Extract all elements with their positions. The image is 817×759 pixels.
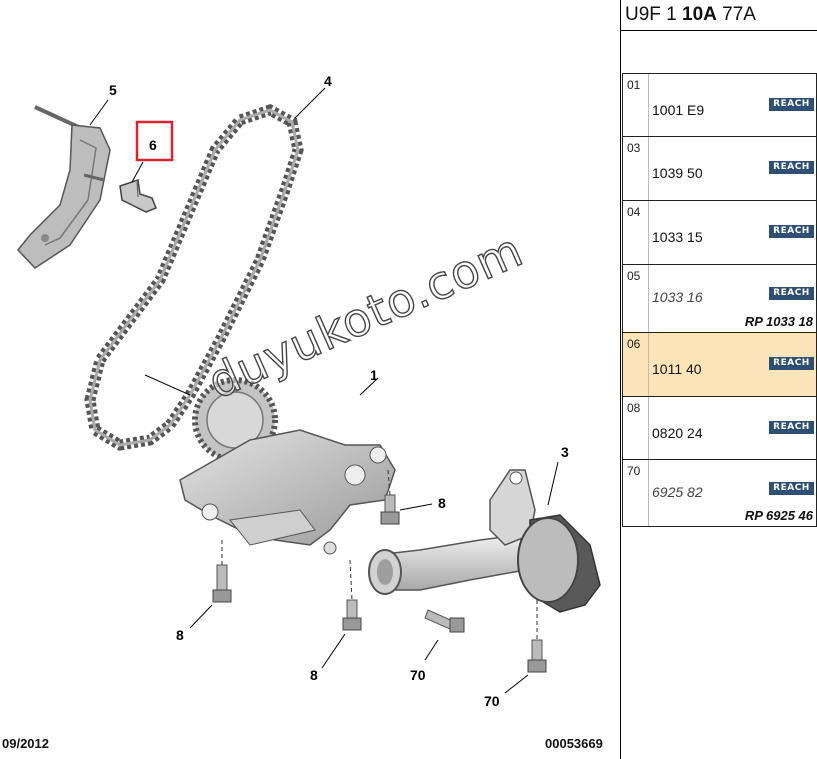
guide-pin xyxy=(119,120,174,213)
part-code[interactable]: 6925 82 xyxy=(652,484,703,500)
timing-chain xyxy=(84,104,304,451)
part-index: 08 xyxy=(623,397,649,459)
bolt-8-b xyxy=(321,559,362,669)
replacement-part[interactable]: RP 1033 18 xyxy=(744,314,813,329)
exploded-parts-diagram: 1 3 4 5 6 8 8 8 8 70 70 duyukoto.com 09/… xyxy=(2,73,603,751)
title-bold: 10A xyxy=(682,4,717,25)
part-index: 01 xyxy=(623,74,649,136)
callout-label: 3 xyxy=(561,444,569,460)
callout-label: 5 xyxy=(109,82,117,98)
selected-part-highlight xyxy=(135,120,174,162)
bolt-70-a xyxy=(424,609,465,661)
reach-badge: REACH xyxy=(769,482,814,495)
part-index: 05 xyxy=(623,265,649,332)
part-index: 70 xyxy=(623,460,649,526)
callout-label: 8 xyxy=(438,495,446,511)
part-code[interactable]: 1033 16 xyxy=(652,289,703,305)
panel-blank-area xyxy=(621,31,817,73)
diagram-canvas: 1 3 4 5 6 8 8 8 8 70 70 xyxy=(17,73,601,709)
chain-tensioner-guide xyxy=(17,105,111,269)
reach-badge: REACH xyxy=(769,161,814,174)
title-suffix: 77A xyxy=(722,4,756,25)
bolt-8-a xyxy=(189,540,232,629)
callout-label: 6 xyxy=(149,137,157,153)
reach-badge: REACH xyxy=(769,357,814,370)
part-code[interactable]: 1033 15 xyxy=(652,229,703,245)
callout-label: 4 xyxy=(324,73,332,89)
replacement-part[interactable]: RP 6925 46 xyxy=(744,508,813,523)
part-code[interactable]: 0820 24 xyxy=(652,425,703,441)
reach-badge: REACH xyxy=(769,225,814,238)
oil-pump xyxy=(144,374,396,555)
drawing-number: 00053669 xyxy=(545,736,603,751)
callout-label: 8 xyxy=(310,667,318,683)
oil-suction-pipe xyxy=(368,461,601,613)
reach-badge: REACH xyxy=(769,98,814,111)
bolt-8-c xyxy=(380,469,433,525)
part-index: 06 xyxy=(623,333,649,396)
callout-label: 8 xyxy=(176,627,184,643)
callout-label: 70 xyxy=(410,667,426,683)
title-prefix: U9F 1 xyxy=(625,4,677,25)
reach-badge: REACH xyxy=(769,287,814,300)
panel-title: U9F 1 10A 77A xyxy=(621,0,817,31)
part-index: 04 xyxy=(623,201,649,264)
part-code[interactable]: 1039 50 xyxy=(652,165,703,181)
callout-label: 70 xyxy=(484,693,500,709)
bolts xyxy=(189,469,547,694)
date-code: 09/2012 xyxy=(2,736,49,751)
reach-badge: REACH xyxy=(769,421,814,434)
part-code[interactable]: 1011 40 xyxy=(652,361,702,377)
part-index: 03 xyxy=(623,137,649,200)
callout-label: 1 xyxy=(370,367,378,383)
bolt-70-b xyxy=(504,600,547,694)
part-code[interactable]: 1001 E9 xyxy=(652,102,705,118)
